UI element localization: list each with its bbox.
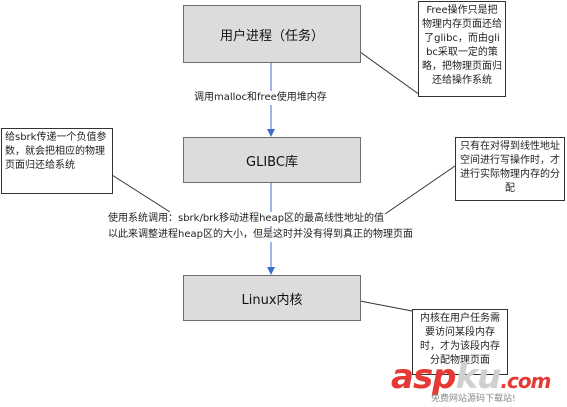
glibc-box: GLIBC库 <box>183 137 361 183</box>
leader-sbrk-note <box>111 174 171 213</box>
linux-kernel-box: Linux内核 <box>183 275 361 321</box>
kernel-note: 内核在用户任务需要访问某段内存时，才为该段内存分配物理页面 <box>412 309 508 375</box>
glibc-label: GLIBC库 <box>246 154 298 170</box>
sbrk-note: 给sbrk传递一个负值参数，就会把相应的物理页面归还给系统 <box>1 128 113 194</box>
free-note: Free操作只是把物理内存页面还给了glibc，而由glibc采取一定的策略，把… <box>418 1 506 97</box>
user-process-box: 用户进程（任务） <box>183 5 361 63</box>
free-note-text: Free操作只是把物理内存页面还给了glibc，而由glibc采取一定的策略，把… <box>422 5 502 86</box>
watermark-brand-asp: asp <box>391 357 457 397</box>
leader-linear-note <box>384 165 456 215</box>
watermark-brand-ku: ku <box>455 357 502 397</box>
syscall-label-line1: 使用系统调用：sbrk/brk移动进程heap区的最高线性地址的值 <box>108 212 385 226</box>
watermark-logo: aspku.com 免费网站源码下载站! <box>391 359 561 405</box>
watermark-brand: aspku.com <box>391 357 551 399</box>
malloc-free-label: 调用malloc和free使用堆内存 <box>194 91 327 105</box>
syscall-label-line2: 以此来调整进程heap区的大小，但是这时并没有得到真正的物理页面 <box>108 228 413 242</box>
user-process-label: 用户进程（任务） <box>219 28 324 44</box>
leader-kernel-note <box>354 299 413 312</box>
linear-note-text: 只有在对得到线性地址空间进行写操作时，才进行实际物理内存的分配 <box>460 141 560 194</box>
linear-note: 只有在对得到线性地址空间进行写操作时，才进行实际物理内存的分配 <box>455 137 565 201</box>
sbrk-note-text: 给sbrk传递一个负值参数，就会把相应的物理页面归还给系统 <box>5 132 107 171</box>
watermark-subtitle: 免费网站源码下载站! <box>431 394 516 404</box>
linux-kernel-label: Linux内核 <box>241 292 303 308</box>
kernel-note-text: 内核在用户任务需要访问某段内存时，才为该段内存分配物理页面 <box>420 313 500 366</box>
watermark-brand-com: .com <box>500 369 551 393</box>
